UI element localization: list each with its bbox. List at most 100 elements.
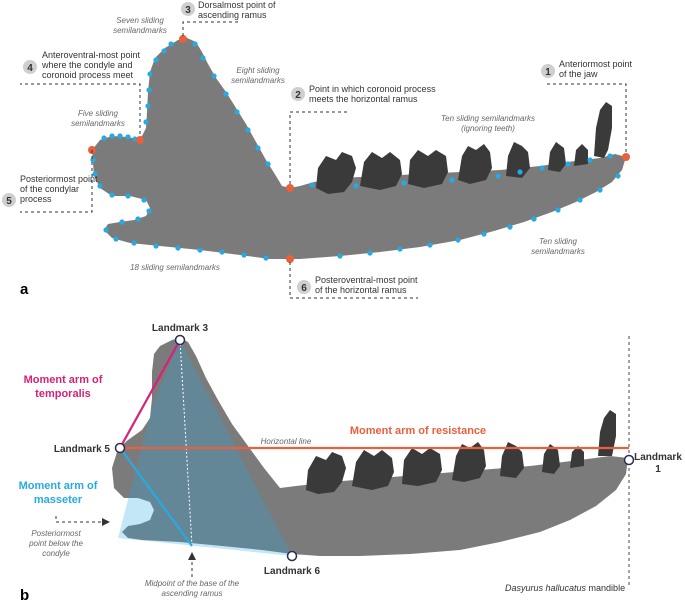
resistance-label: Moment arm of resistance: [350, 425, 486, 437]
molar-a-2: [360, 152, 402, 190]
semilandmark-dot: [353, 183, 359, 189]
landmark-text-line1: Posteroventral-most point: [315, 275, 418, 285]
temporalis-label-line2: temporalis: [35, 388, 91, 400]
semilandmark-label-eighteen: 18 sliding semilandmarks: [130, 263, 220, 272]
landmark-6-marker: [286, 550, 298, 562]
semilandmark-dot: [145, 103, 151, 109]
posteriormost-label-line1: Posteriormost: [31, 529, 81, 538]
landmark-text-line2: of the jaw: [559, 69, 598, 79]
landmark-label-6: 6 Posteroventral-most point of the horiz…: [297, 275, 418, 295]
landmark-number: 6: [301, 283, 307, 294]
semilandmark-dot: [131, 240, 137, 246]
species-suffix: mandible: [586, 583, 625, 593]
semilandmark-dot: [223, 91, 229, 97]
semilandmark-dot: [255, 145, 261, 151]
semilandmark-dot: [481, 231, 487, 237]
semilandmark-dot: [147, 71, 153, 77]
semilandmark-dot: [241, 252, 247, 258]
panel-a: 3 Dorsalmost point of ascending ramus 4 …: [2, 0, 633, 299]
semilandmark-dot: [577, 197, 583, 203]
semilandmark-dot: [597, 187, 603, 193]
landmark-1-label-line2: 1: [655, 464, 661, 475]
semilandmark-dot: [125, 134, 131, 140]
molar-b-1: [306, 452, 346, 494]
landmark-number: 3: [185, 5, 191, 16]
semilandmark-dot: [135, 216, 141, 222]
landmark-text-line1: Posteriormost point: [20, 174, 98, 184]
landmark-3-label: Landmark 3: [152, 323, 209, 334]
landmark-text-line2: of the horizontal ramus: [315, 285, 407, 295]
molar-b-4: [452, 442, 486, 482]
semilandmark-dot: [607, 153, 613, 159]
premolar-b-7: [570, 446, 584, 468]
semilandmark-label-ten-top-line1: Ten sliding semilandmarks: [441, 114, 535, 123]
landmark-6-dot: [286, 255, 294, 263]
landmark-number: 5: [6, 196, 12, 207]
semilandmark-dot: [175, 245, 181, 251]
premolar-a-7: [574, 144, 588, 166]
premolar-b-6: [542, 444, 560, 474]
semilandmark-label-seven-line2: semilandmarks: [113, 26, 167, 35]
semilandmark-dot: [587, 157, 593, 163]
semilandmark-dot: [117, 133, 123, 139]
semilandmark-dot: [125, 193, 131, 199]
molar-a-4: [458, 144, 492, 184]
landmark-number-badge: [297, 280, 311, 294]
molar-b-5: [500, 442, 524, 478]
semilandmark-dot: [92, 171, 98, 177]
molar-a-1: [316, 152, 356, 194]
premolar-a-6: [548, 142, 566, 172]
landmark-number-badge: [291, 87, 305, 101]
landmark-number-badge: [2, 193, 16, 207]
landmark-number: 4: [27, 63, 33, 74]
panel-b-label: b: [20, 587, 29, 604]
landmark-label-3: 3 Dorsalmost point of ascending ramus: [181, 0, 276, 20]
landmark-label-5: 5 Posteriormost point of the condylar pr…: [2, 174, 98, 207]
landmark-2-dot: [286, 184, 294, 192]
semilandmark-dot: [401, 180, 407, 186]
posteriormost-label-line2: point below the: [28, 539, 83, 548]
semilandmark-dot: [507, 224, 513, 230]
arrow-head-up: [188, 552, 196, 560]
semilandmark-dot: [168, 41, 174, 47]
semilandmark-dot: [517, 169, 523, 175]
semilandmark-dot: [109, 192, 115, 198]
semilandmark-dot: [197, 247, 203, 253]
semilandmark-dot: [234, 109, 240, 115]
semilandmark-dot: [153, 243, 159, 249]
landmark-1-marker: [623, 454, 635, 466]
landmark-text-line3: process: [20, 194, 52, 204]
semilandmark-label-five-line2: semilandmarks: [71, 119, 125, 128]
landmark-number: 2: [295, 90, 301, 101]
landmark-text-line3: coronoid process meet: [42, 70, 134, 80]
leader-4: [20, 83, 141, 134]
semilandmark-dot: [397, 246, 403, 252]
semilandmark-dot: [153, 57, 159, 63]
semilandmark-label-ten-bottom-line2: semilandmarks: [531, 247, 585, 256]
semilandmark-dot: [495, 173, 501, 179]
landmark-text-line2: of the condylar: [20, 184, 79, 194]
semilandmark-dot: [455, 237, 461, 243]
semilandmark-dot: [143, 119, 149, 125]
semilandmark-label-eight-line1: Eight sliding: [236, 66, 280, 75]
semilandmark-dot: [192, 41, 198, 47]
semilandmark-dot: [146, 87, 152, 93]
landmark-text-line1: Anteroventral-most point: [42, 50, 141, 60]
semilandmark-dot: [309, 182, 315, 188]
molar-b-3: [402, 448, 442, 486]
landmark-3-dot: [179, 35, 187, 43]
semilandmark-dot: [265, 161, 271, 167]
semilandmark-dot: [161, 48, 167, 54]
landmark-5-marker: [114, 442, 126, 454]
semilandmark-dot: [449, 177, 455, 183]
leader-5: [20, 150, 93, 213]
semilandmark-dot: [427, 242, 433, 248]
semilandmark-dot: [337, 253, 343, 259]
semilandmark-label-seven-line1: Seven sliding: [116, 16, 164, 25]
semilandmark-dot: [367, 250, 373, 256]
semilandmark-dot: [539, 165, 545, 171]
landmark-text-line1: Dorsalmost point of: [198, 0, 276, 10]
leader-1: [544, 83, 627, 152]
landmark-number: 1: [545, 67, 551, 78]
midpoint-label-line2: ascending ramus: [162, 589, 223, 598]
